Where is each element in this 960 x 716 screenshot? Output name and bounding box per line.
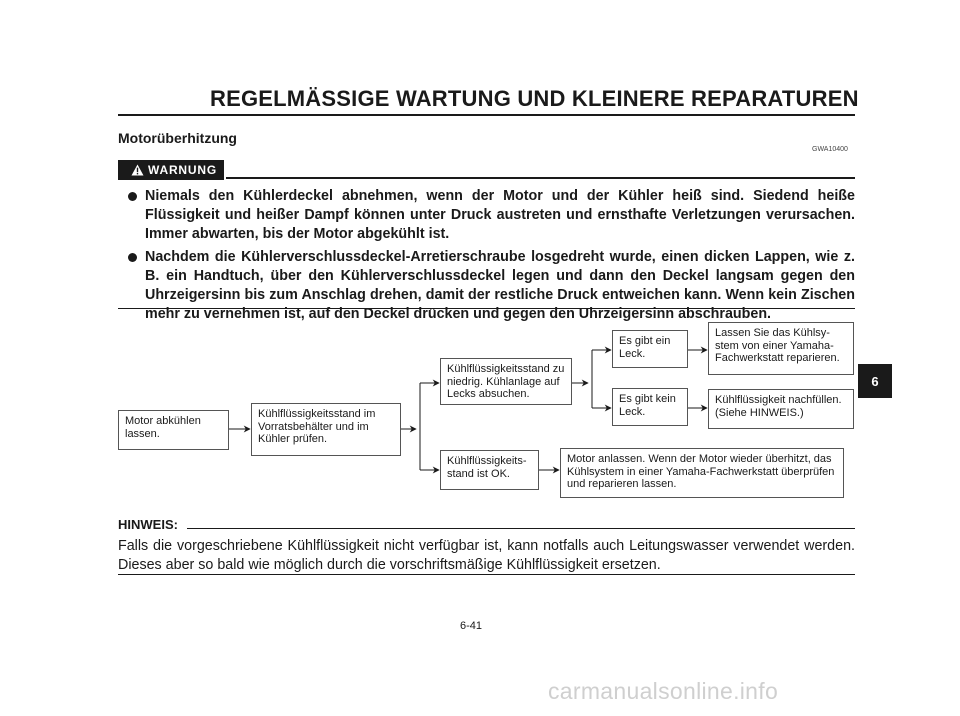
flow-box-leak-no-action: Kühlflüssigkeit nachfüllen. (Siehe HINWE… — [708, 389, 854, 429]
header-rule — [118, 114, 855, 116]
flow-box-cool-engine: Motor abkühlen lassen. — [118, 410, 229, 450]
flow-box-level-low: Kühlflüssigkeitsstand zu niedrig. Kühlan… — [440, 358, 572, 405]
warning-triangle-icon — [131, 164, 144, 176]
flow-box-leak-no: Es gibt kein Leck. — [612, 388, 688, 426]
bullet-icon — [128, 253, 137, 262]
watermark: carmanualsonline.info — [548, 678, 779, 704]
warning-badge: WARNUNG — [118, 160, 224, 180]
bullet-icon — [128, 192, 137, 201]
chapter-title: REGELMÄSSIGE WARTUNG UND KLEINERE REPARA… — [210, 86, 859, 111]
note-label: HINWEIS: — [118, 517, 178, 532]
flow-box-leak-yes: Es gibt ein Leck. — [612, 330, 688, 368]
section-title: Motorüberhitzung — [118, 130, 237, 146]
warning-list: Niemals den Kühlerdeckel abnehmen, wenn … — [128, 187, 855, 328]
note-end-rule — [118, 574, 855, 575]
flow-box-check-reservoir: Kühlflüssigkeitsstand im Vorratsbehälter… — [251, 403, 401, 456]
warning-item: Nachdem die Kühlerverschlussdeckel-Arret… — [128, 248, 855, 324]
warning-item-text: Niemals den Kühlerdeckel abnehmen, wenn … — [145, 188, 855, 242]
warning-end-rule — [118, 308, 855, 309]
warning-item: Niemals den Kühlerdeckel abnehmen, wenn … — [128, 187, 855, 244]
flow-box-level-ok: Kühlflüssigkeits-stand ist OK. — [440, 450, 539, 490]
warning-item-text: Nachdem die Kühlerverschlussdeckel-Arret… — [145, 249, 855, 322]
flow-box-leak-yes-action: Lassen Sie das Kühlsy-stem von einer Yam… — [708, 322, 854, 375]
warning-label: WARNUNG — [148, 163, 217, 177]
flow-box-level-ok-action: Motor anlassen. Wenn der Motor wieder üb… — [560, 448, 844, 498]
page-number: 6-41 — [460, 620, 483, 632]
warning-rule — [226, 177, 855, 179]
chapter-tab: 6 — [858, 364, 892, 398]
note-rule — [187, 528, 855, 529]
note-text: Falls die vorgeschriebene Kühlflüssigkei… — [118, 538, 855, 573]
document-code: GWA10400 — [812, 146, 848, 153]
